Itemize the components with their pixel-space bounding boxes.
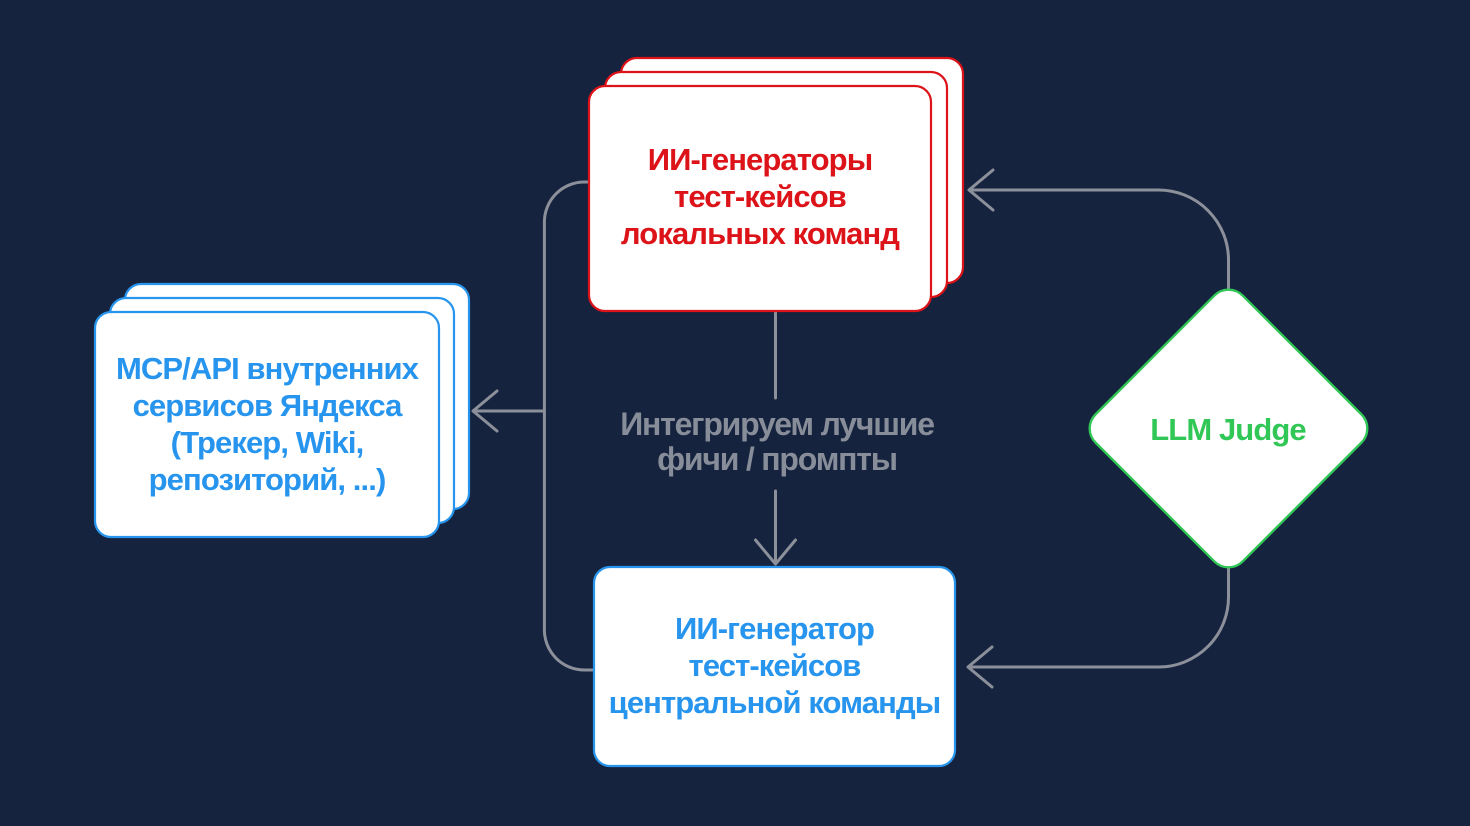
svg-text:локальных команд: локальных команд — [621, 216, 900, 251]
svg-text:Интегрируем лучшие: Интегрируем лучшие — [620, 406, 934, 442]
svg-text:ИИ-генератор: ИИ-генератор — [675, 611, 874, 646]
svg-text:фичи / промпты: фичи / промпты — [657, 441, 897, 477]
svg-text:центральной команды: центральной команды — [609, 685, 941, 720]
svg-text:LLM Judge: LLM Judge — [1150, 412, 1306, 447]
svg-text:ИИ-генераторы: ИИ-генераторы — [648, 142, 873, 177]
svg-text:сервисов Яндекса: сервисов Яндекса — [133, 388, 404, 423]
svg-text:MCP/API внутренних: MCP/API внутренних — [116, 351, 420, 386]
svg-text:тест-кейсов: тест-кейсов — [674, 179, 846, 214]
svg-text:(Трекер, Wiki,: (Трекер, Wiki, — [171, 425, 364, 460]
svg-text:репозиторий, ...): репозиторий, ...) — [149, 462, 386, 497]
svg-text:тест-кейсов: тест-кейсов — [689, 648, 861, 683]
